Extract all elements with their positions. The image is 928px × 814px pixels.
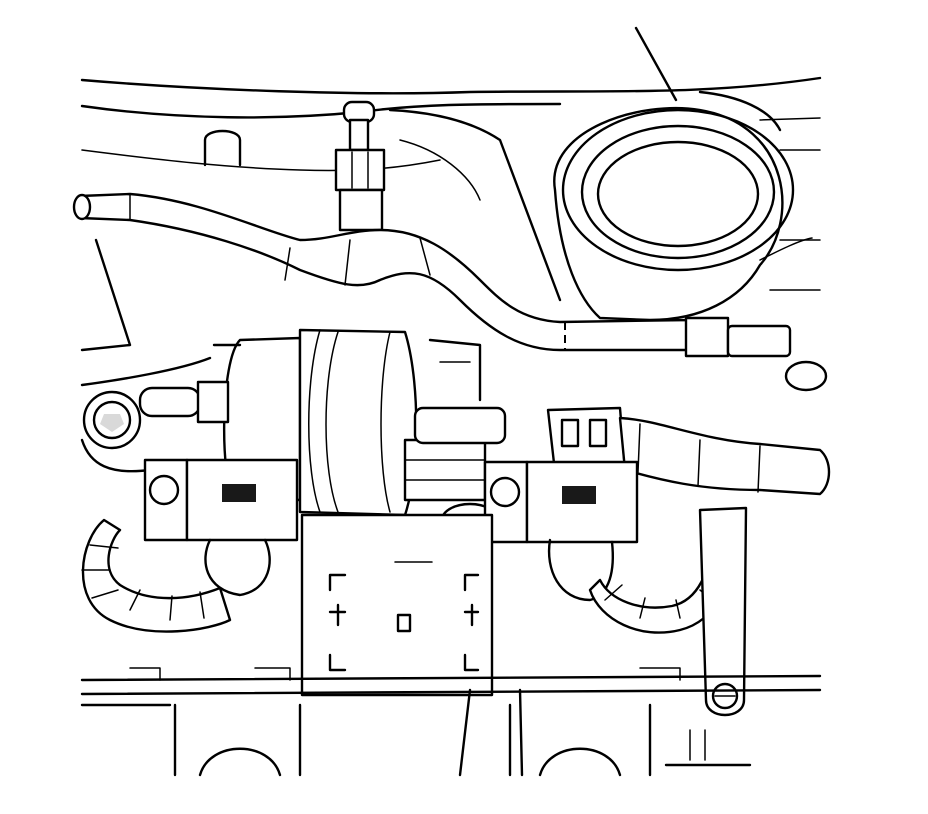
stud-bolt <box>334 100 386 232</box>
lower-crossmember <box>80 667 822 777</box>
left-mount-bracket <box>143 458 299 597</box>
bracket-tab <box>203 129 242 167</box>
upper-hose <box>72 192 792 358</box>
upper-body-panel <box>80 76 822 302</box>
callout-leader-line <box>634 26 678 102</box>
hose-end-cap <box>784 360 828 392</box>
right-mount-bracket <box>483 460 639 602</box>
retaining-strap <box>698 506 748 717</box>
lower-left-conduit <box>81 518 232 633</box>
center-mounting-plate <box>300 513 494 697</box>
left-support-arm <box>80 238 212 473</box>
round-port-boss <box>553 106 813 322</box>
electrical-connector-right <box>546 406 831 496</box>
